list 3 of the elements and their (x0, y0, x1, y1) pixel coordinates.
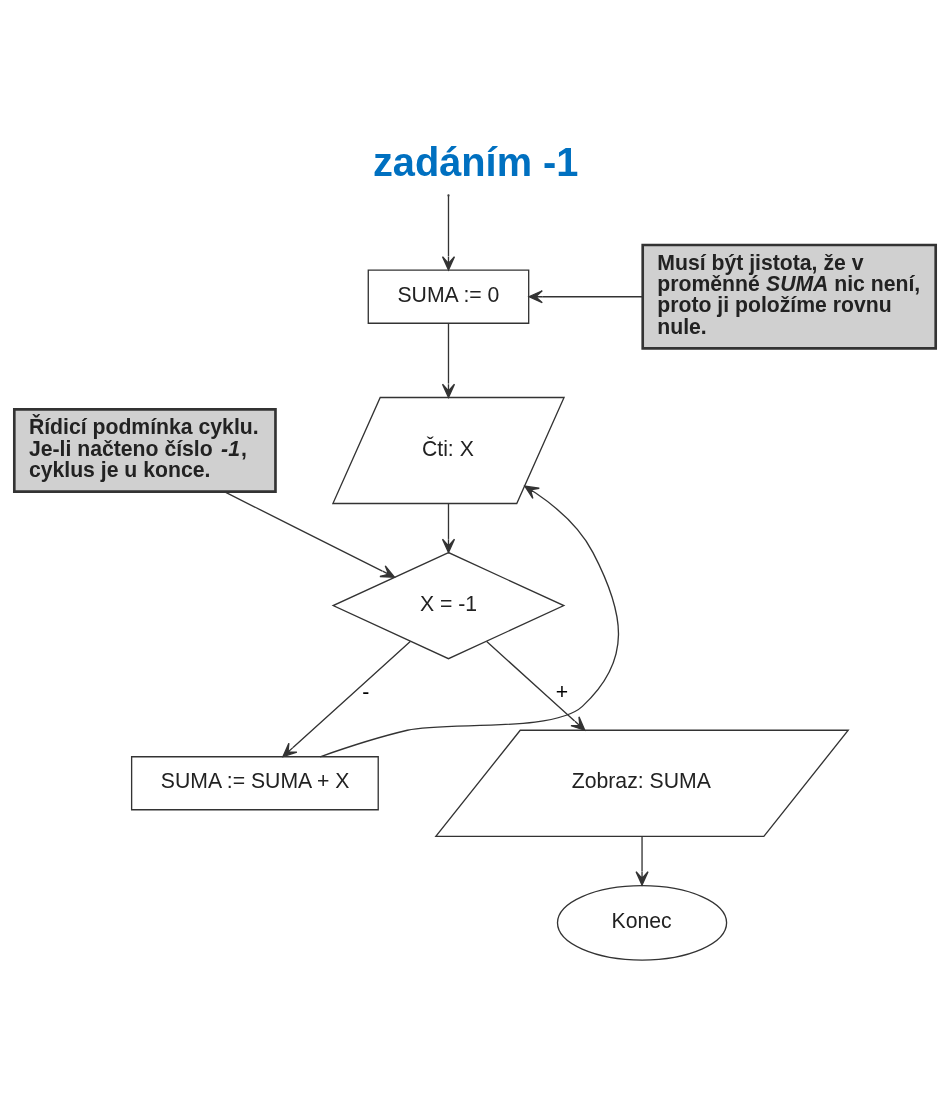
diagram-title: zadáním -1 (372, 139, 578, 184)
edge-label: + (555, 679, 568, 703)
edge-label: - (361, 679, 369, 703)
